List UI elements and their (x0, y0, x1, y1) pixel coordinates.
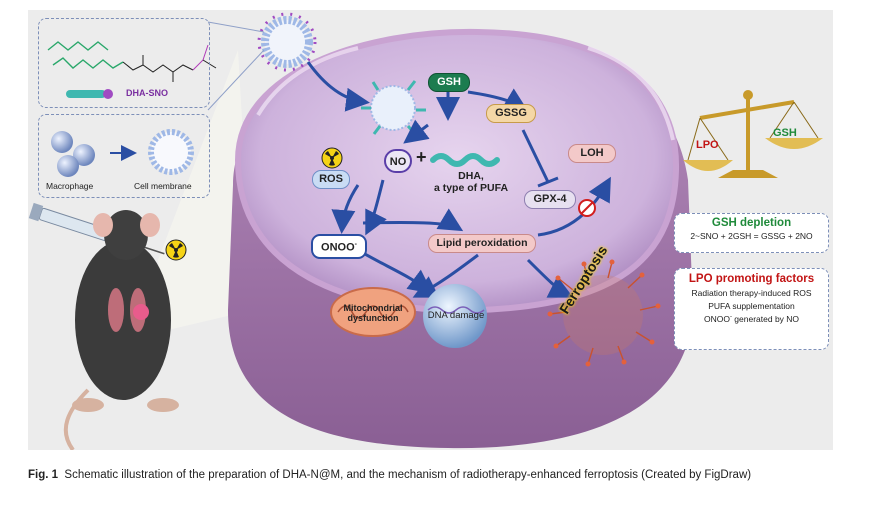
ros-tag: ROS (312, 170, 350, 189)
lpo-factor-2: PUFA supplementation (708, 301, 795, 311)
radiation-icon (321, 147, 343, 169)
gsh-depletion-title: GSH depletion (711, 217, 792, 229)
gsh-depletion-equation: 2~SNO + 2GSH = GSSG + 2NO (690, 231, 813, 241)
mitochondrial-dysfunction-label: Mitochondrial dysfunction (333, 303, 413, 323)
onoo-text: ONOO (321, 241, 355, 254)
lipid-peroxidation-tag: Lipid peroxidation (428, 234, 536, 253)
gpx4-tag: GPX-4 (524, 190, 576, 209)
prohibited-icon (578, 199, 596, 217)
macrophage-label: Macrophage (46, 181, 94, 191)
dha-label: DHA, a type of PUFA (416, 170, 526, 194)
dha-sno-particle-icon (66, 89, 113, 99)
cell-membrane-label: Cell membrane (134, 181, 192, 191)
dna-damage-label: DNA damage (427, 310, 485, 321)
dha-label-line1: DHA, (458, 170, 484, 182)
onoo-tag: ONOO- (311, 234, 367, 259)
balance-gsh-label: GSH (773, 127, 797, 139)
mito-line1: Mitochondrial (343, 303, 403, 313)
caption-label: Fig. 1 (28, 469, 59, 481)
onoo-sup: - (354, 241, 357, 248)
loh-tag: LOH (568, 144, 616, 163)
dha-label-line2: a type of PUFA (433, 182, 509, 194)
balance-scale-icon (683, 90, 823, 178)
dha-icon (430, 153, 500, 167)
no-tag: NO (384, 149, 412, 173)
gsh-tag: GSH (428, 73, 470, 92)
lpo-factors-box: LPO promoting factors Radiation therapy-… (674, 268, 829, 350)
dha-sno-panel (38, 18, 210, 108)
radiation-icon-mouse (165, 239, 187, 261)
lpo-factor-3-rest: generated by NO (731, 314, 800, 324)
inhibition-line (521, 129, 550, 183)
lpo-factor-3-sup: - (729, 314, 732, 321)
dha-sno-structure (47, 41, 217, 82)
lpo-factor-3-main: ONOO (703, 314, 730, 324)
mitochondria-icon (330, 287, 416, 337)
cell-membrane-icon (148, 129, 194, 175)
figure-caption: Fig. 1 Schematic illustration of the pre… (28, 469, 751, 481)
dha-sno-label: DHA-SNO (126, 88, 168, 98)
gssg-tag: GSSG (486, 104, 536, 123)
caption-text: Schematic illustration of the preparatio… (64, 469, 752, 481)
macrophage-panel (38, 114, 210, 198)
balance-lpo-label: LPO (696, 139, 719, 151)
macrophage-icon (51, 131, 95, 177)
nanoparticle-icon (257, 12, 317, 72)
released-nanoparticle-icon (361, 80, 426, 135)
dna-damage-icon (423, 284, 487, 348)
gsh-depletion-box: GSH depletion 2~SNO + 2GSH = GSSG + 2NO (674, 213, 829, 253)
lpo-factor-1: Radiation therapy-induced ROS (691, 288, 812, 298)
mito-line2: dysfunction (347, 313, 399, 323)
plus-sign: + (416, 147, 427, 167)
lpo-factor-3: ONOO- generated by NO (675, 314, 828, 324)
ferroptosis-cell-icon (547, 259, 661, 367)
lpo-factors-title: LPO promoting factors (688, 273, 815, 285)
figure-panel: DHA-SNO Macrophage Cell membrane GSH GSS… (28, 10, 833, 450)
mouse-icon (63, 210, 179, 450)
